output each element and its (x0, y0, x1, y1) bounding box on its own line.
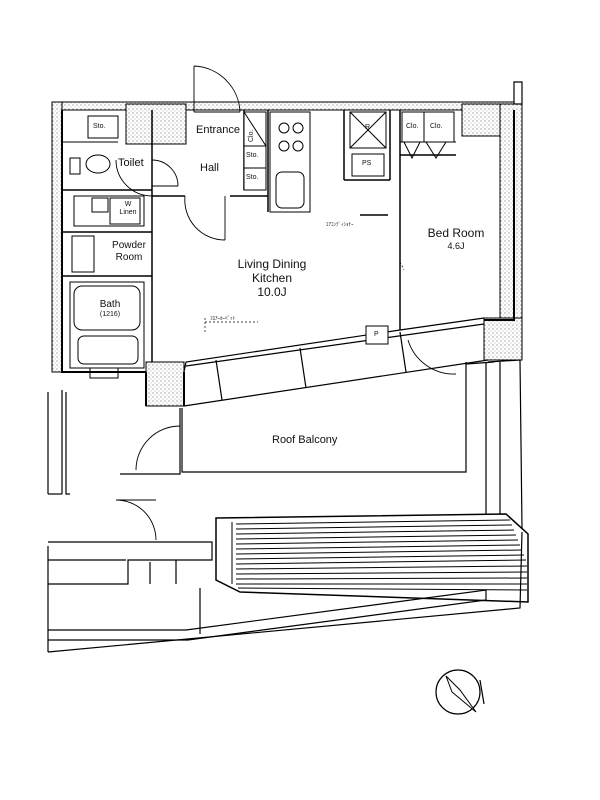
w-linen-line-2: Linen (119, 209, 137, 217)
bath-fixtures (69, 281, 145, 379)
w-linen-label: W Linen (116, 201, 140, 217)
clo-label-entrance: Clo. (248, 129, 255, 142)
fridge-ps (349, 111, 387, 177)
bedroom-line-2: 4.6J (447, 240, 465, 251)
bath-line-1: Bath (99, 299, 121, 310)
hall-label: Hall (200, 162, 219, 174)
sto-label-toilet: Sto. (93, 123, 106, 130)
entrance-label: Entrance (196, 124, 241, 136)
w-linen-line-1: W (124, 201, 132, 208)
ldk-note: ﾌﾛｱｰｶｰﾍﾟｯﾄ (210, 316, 236, 322)
powder-room-line-1: Powder (112, 240, 146, 251)
kitchen-fixtures (269, 111, 311, 213)
powder-room-line-2: Room (115, 251, 143, 263)
ldk-line-1: Living Dining (237, 257, 307, 271)
ldk-line-2: Kitchen (251, 270, 293, 285)
entrance-storage (243, 111, 267, 191)
ldk-label: Living Dining Kitchen 10.0J (220, 257, 324, 299)
washroom-fixtures (71, 195, 145, 273)
terrace-steps (215, 513, 529, 603)
lower-slab (47, 531, 523, 653)
compass-icon (435, 669, 485, 715)
powder-room-label: Powder Room (104, 240, 154, 263)
bedroom-line-1: Bed Room (427, 226, 485, 240)
ps-label: PS (362, 160, 372, 167)
ldk-line-3: 10.0J (257, 284, 287, 299)
clo-label-bed-1: Clo. (406, 123, 419, 130)
annotation-lines (204, 261, 405, 334)
bath-line-2: (1216) (99, 310, 121, 318)
bath-label: Bath (1216) (88, 299, 132, 319)
door-swings (115, 65, 457, 541)
roof-balcony-outline (47, 359, 523, 529)
south-glazing (183, 317, 489, 407)
r-label: R (365, 124, 371, 131)
sto-label-hall-1: Sto. (246, 152, 259, 159)
sto-label-hall-2: Sto. (246, 174, 259, 181)
p-label: P (374, 331, 379, 338)
bedroom-closets (400, 111, 456, 160)
bedroom-label: Bed Room 4.6J (420, 226, 492, 251)
kitchen-note: ｴｱｺﾝﾃﾞｨｼｮﾅｰ (326, 222, 354, 228)
toilet-label: Toilet (118, 157, 144, 169)
roof-balcony-label: Roof Balcony (272, 434, 338, 446)
toilet-fixtures (62, 115, 119, 175)
clo-label-bed-2: Clo. (430, 123, 443, 130)
